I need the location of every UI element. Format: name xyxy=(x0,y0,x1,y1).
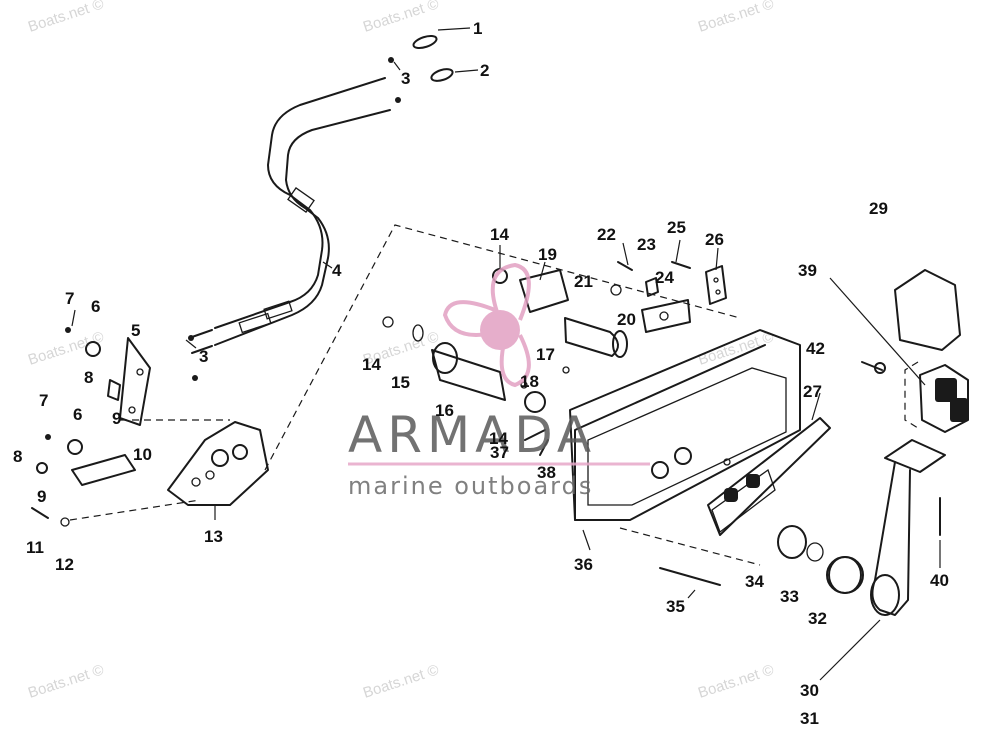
part-label-30: 30 xyxy=(800,681,819,700)
part-label-42: 42 xyxy=(806,339,825,358)
left-bracket-parts xyxy=(31,224,741,527)
part-label-9: 9 xyxy=(37,487,46,506)
part-label-10: 10 xyxy=(133,445,152,464)
part-label-40: 40 xyxy=(930,571,949,590)
handle-assembly xyxy=(619,269,969,616)
part-label-6: 6 xyxy=(73,405,82,424)
part-label-8: 8 xyxy=(84,368,93,387)
brand-watermark: ARMADA marine outboards xyxy=(348,262,650,500)
brand-tagline: marine outboards xyxy=(348,472,593,500)
cable-ends xyxy=(188,34,454,381)
part-label-19: 19 xyxy=(538,245,557,264)
part-label-27: 27 xyxy=(803,382,822,401)
part-label-20: 20 xyxy=(617,310,636,329)
part-label-5: 5 xyxy=(131,321,140,340)
watermark: Boats.net © xyxy=(26,328,106,368)
leader-lines xyxy=(71,27,941,681)
part-label-2: 2 xyxy=(480,61,489,80)
watermark: Boats.net © xyxy=(696,328,776,368)
part-label-11: 11 xyxy=(26,538,44,557)
part-label-22: 22 xyxy=(597,225,616,244)
part-label-4: 4 xyxy=(332,261,342,280)
part-label-31: 31 xyxy=(800,709,819,728)
part-label-3: 3 xyxy=(401,69,410,88)
throttle-shift-cables xyxy=(191,77,391,354)
part-label-7: 7 xyxy=(65,289,74,308)
part-label-34: 34 xyxy=(745,572,764,591)
part-label-35: 35 xyxy=(666,597,685,616)
part-label-33: 33 xyxy=(780,587,799,606)
part-label-15: 15 xyxy=(391,373,410,392)
part-label-16: 16 xyxy=(435,401,454,420)
watermark: Boats.net © xyxy=(26,0,106,36)
part-label-13: 13 xyxy=(204,527,223,546)
part-label-9: 9 xyxy=(112,409,121,428)
part-label-7: 7 xyxy=(39,391,48,410)
part-label-39: 39 xyxy=(798,261,817,280)
part-label-12: 12 xyxy=(55,555,74,574)
watermark: Boats.net © xyxy=(361,0,441,36)
part-label-29: 29 xyxy=(869,199,888,218)
part-label-26: 26 xyxy=(705,230,724,249)
part-label-17: 17 xyxy=(536,345,555,364)
part-label-14: 14 xyxy=(362,355,381,374)
part-label-21: 21 xyxy=(574,272,593,291)
watermark: Boats.net © xyxy=(696,0,776,36)
watermark: Boats.net © xyxy=(26,661,106,701)
gasket-plate xyxy=(707,417,831,536)
part-label-8: 8 xyxy=(13,447,22,466)
propeller-logo-icon xyxy=(442,262,531,388)
part-label-23: 23 xyxy=(637,235,656,254)
part-label-25: 25 xyxy=(667,218,686,237)
part-label-36: 36 xyxy=(574,555,593,574)
part-label-1: 1 xyxy=(473,19,482,38)
small-hardware xyxy=(610,261,727,333)
part-label-38: 38 xyxy=(537,463,556,482)
part-label-14: 14 xyxy=(489,429,508,448)
part-label-24: 24 xyxy=(655,268,674,287)
watermark: Boats.net © xyxy=(696,661,776,701)
part-label-18: 18 xyxy=(520,372,539,391)
part-label-14: 14 xyxy=(490,225,509,244)
part-labels: 1 2 3 3 4 5 6 6 7 7 8 8 9 9 10 11 12 13 … xyxy=(13,19,949,728)
watermark: Boats.net © xyxy=(361,661,441,701)
part-label-3: 3 xyxy=(199,347,208,366)
control-box-housing xyxy=(569,329,801,521)
part-label-37: 37 xyxy=(490,443,509,462)
part-label-32: 32 xyxy=(808,609,827,628)
brand-name: ARMADA xyxy=(348,406,596,464)
part-label-6: 6 xyxy=(91,297,100,316)
